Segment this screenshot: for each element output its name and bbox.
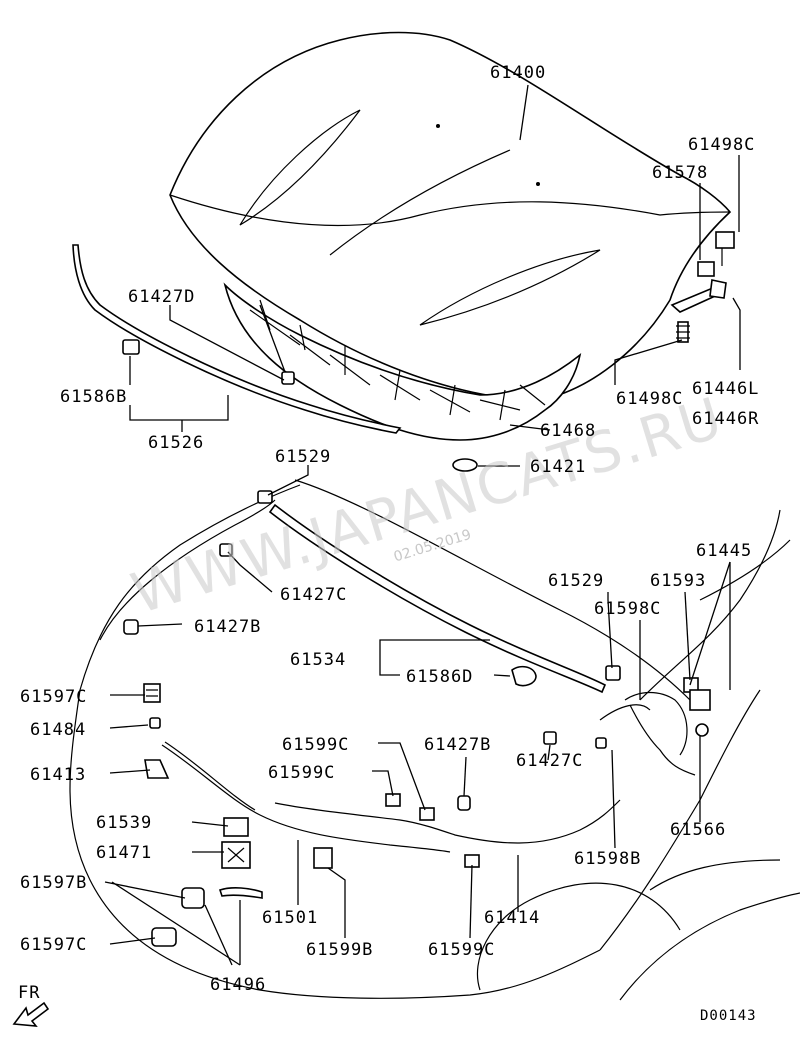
label-61421: 61421 [530, 457, 586, 477]
front-arrow-icon [12, 1001, 50, 1027]
label-61446l: 61446L [692, 379, 759, 399]
label-61468: 61468 [540, 421, 596, 441]
weatherstrip-61526 [72, 244, 402, 434]
label-61599b: 61599B [306, 940, 373, 960]
label-61597c-top: 61597C [20, 687, 87, 707]
label-61427d: 61427D [128, 287, 195, 307]
body-outline [69, 479, 800, 1001]
hood-insulator-61468 [223, 282, 582, 441]
label-61598b: 61598B [574, 849, 641, 869]
hood-61400 [169, 31, 732, 401]
label-61529-top: 61529 [275, 447, 331, 467]
label-61471: 61471 [96, 843, 152, 863]
label-61400: 61400 [490, 63, 546, 83]
label-diagram-code: D00143 [700, 1008, 757, 1024]
label-61496: 61496 [210, 975, 266, 995]
label-61498c-mid: 61498C [616, 389, 683, 409]
label-61597c-bot: 61597C [20, 935, 87, 955]
label-61599c-c: 61599C [428, 940, 495, 960]
hood-hinge-61446 [670, 231, 735, 343]
label-61413: 61413 [30, 765, 86, 785]
label-61498c-top: 61498C [688, 135, 755, 155]
label-61539: 61539 [96, 813, 152, 833]
label-61586b: 61586B [60, 387, 127, 407]
label-61599c-a: 61599C [282, 735, 349, 755]
label-61586d: 61586D [406, 667, 473, 687]
fasteners [122, 339, 711, 947]
label-61501: 61501 [262, 908, 318, 928]
label-61598c: 61598C [594, 599, 661, 619]
label-61427c-mid: 61427C [516, 751, 583, 771]
label-61599c-b: 61599C [268, 763, 335, 783]
label-61526: 61526 [148, 433, 204, 453]
hood-stay-61534 [99, 499, 607, 694]
label-61427b-left: 61427B [194, 617, 261, 637]
release-cables [161, 691, 696, 853]
label-61446r: 61446R [692, 409, 759, 429]
label-61578: 61578 [652, 163, 708, 183]
label-61414: 61414 [484, 908, 540, 928]
part-labels: 61400 61498C 61578 61427D 61586B 61526 6… [18, 63, 759, 1024]
label-61529-mid: 61529 [548, 571, 604, 591]
leader-lines [104, 84, 741, 966]
label-61427b-mid: 61427B [424, 735, 491, 755]
label-61534: 61534 [290, 650, 346, 670]
label-61427c-top: 61427C [280, 585, 347, 605]
label-fr: FR [18, 983, 40, 1003]
label-61597b: 61597B [20, 873, 87, 893]
label-61445: 61445 [696, 541, 752, 561]
label-61484: 61484 [30, 720, 86, 740]
label-61566: 61566 [670, 820, 726, 840]
label-61593: 61593 [650, 571, 706, 591]
